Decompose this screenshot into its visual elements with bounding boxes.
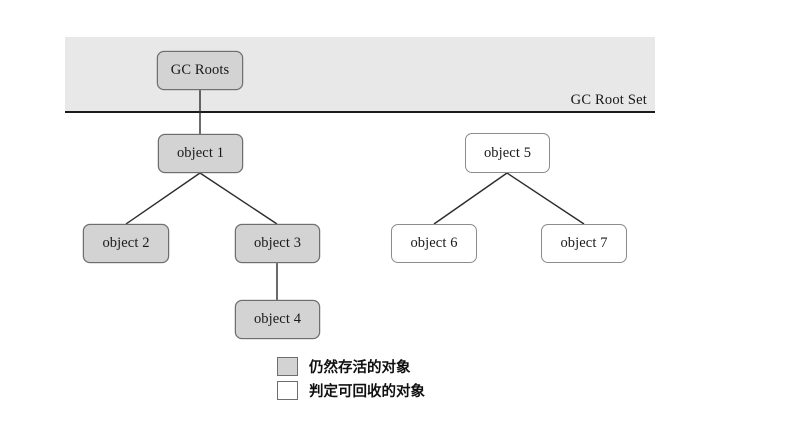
legend-label-alive: 仍然存活的对象 (309, 360, 411, 376)
legend-item-alive: 仍然存活的对象 (277, 355, 425, 378)
node-label: object 7 (560, 235, 608, 251)
node-object-2[interactable]: object 2 (83, 224, 169, 263)
edge-object-5-to-object-7 (506, 172, 585, 225)
node-label: object 6 (410, 235, 458, 251)
node-object-7[interactable]: object 7 (541, 224, 627, 263)
gc-root-set-band: GC Root Set (65, 37, 655, 113)
node-label: object 2 (102, 235, 150, 251)
node-gc-roots[interactable]: GC Roots (157, 51, 243, 90)
legend: 仍然存活的对象 判定可回收的对象 (277, 355, 425, 403)
edge-object-5-to-object-6 (433, 172, 508, 225)
node-label: object 5 (483, 144, 532, 161)
node-label: object 1 (176, 145, 225, 161)
node-label: object 4 (253, 311, 302, 327)
legend-swatch-dead (277, 381, 298, 400)
gc-root-set-label: GC Root Set (570, 92, 647, 108)
node-object-1[interactable]: object 1 (158, 134, 243, 173)
node-label: object 3 (253, 235, 302, 251)
node-object-5[interactable]: object 5 (465, 133, 550, 173)
node-object-4[interactable]: object 4 (235, 300, 320, 339)
node-label: GC Roots (170, 62, 230, 78)
legend-swatch-alive (277, 357, 298, 376)
node-object-6[interactable]: object 6 (391, 224, 477, 263)
legend-item-dead: 判定可回收的对象 (277, 379, 425, 402)
node-object-3[interactable]: object 3 (235, 224, 320, 263)
legend-label-dead: 判定可回收的对象 (309, 384, 425, 400)
edge-object-1-to-object-3 (199, 172, 278, 225)
edge-object-1-to-object-2 (125, 172, 201, 225)
